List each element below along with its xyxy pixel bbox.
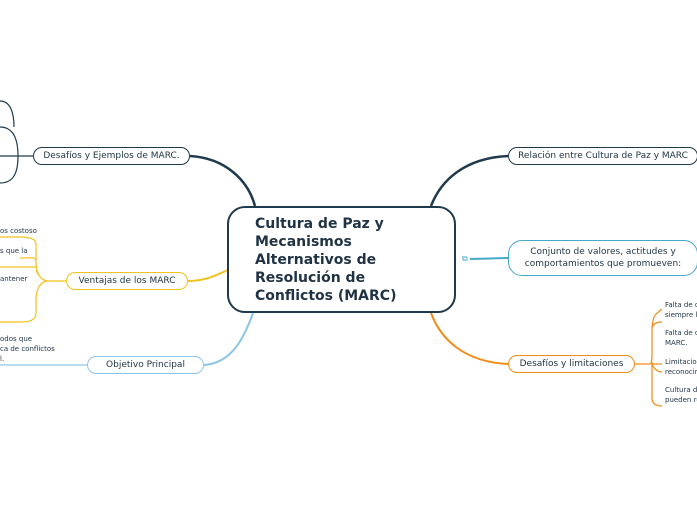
branch-relacion[interactable]: Relación entre Cultura de Paz y MARC [508,147,697,165]
connector-left-leaves [0,100,33,184]
branch-ventajas[interactable]: Ventajas de los MARC [66,272,188,290]
connector-limitaciones [430,312,509,365]
connector-limitaciones-leaves [635,308,663,407]
branch-desafios-ejemplos[interactable]: Desafíos y Ejemplos de MARC. [33,147,190,165]
branch-desafios-ejemplos-label: Desafíos y Ejemplos de MARC. [43,151,180,161]
connector-conjunto [469,257,509,260]
limitacion-leaf-3-line-1: Limitacio [665,358,697,366]
external-link-icon[interactable]: ⧉ [462,254,468,263]
ventajas-leaf-1: os costoso [0,227,37,235]
branch-desafios-limitaciones[interactable]: Desafíos y limitaciones [508,355,635,373]
connector-ventajas [187,269,229,282]
branch-desafios-limitaciones-label: Desafíos y limitaciones [519,359,624,369]
central-topic-label: Cultura de Paz y Mecanismos Alternativos… [255,215,397,304]
branch-objetivo-label: Objetivo Principal [106,360,185,370]
central-topic[interactable]: Cultura de Paz y Mecanismos Alternativos… [227,206,456,313]
connector-relacion [429,154,509,207]
connector-objetivo [203,312,254,366]
ventajas-leaf-3: antener [0,275,28,283]
branch-objetivo-principal[interactable]: Objetivo Principal [87,356,204,374]
objetivo-leaf-line-2: ca de conflictos [0,345,55,353]
limitacion-leaf-4-line-2: pueden re [665,396,697,404]
limitacion-leaf-2-line-1: Falta de c [665,329,697,337]
limitacion-leaf-1-line-2: siempre l [665,311,697,319]
ventajas-leaf-2: s que la [0,247,28,255]
limitacion-leaf-3-line-2: reconocim [665,368,697,376]
objetivo-leaf-line-3: l. [0,355,5,363]
connector-desafios-ejemplos [189,154,257,207]
branch-ventajas-label: Ventajas de los MARC [78,276,176,286]
branch-relacion-label: Relación entre Cultura de Paz y MARC [518,151,688,161]
connector-ventajas-leaves [0,236,66,323]
limitacion-leaf-1-line-1: Falta de c [665,301,697,309]
branch-conjunto-valores[interactable]: Conjunto de valores, actitudes y comport… [508,240,697,276]
branch-conjunto-label: Conjunto de valores, actitudes y comport… [524,247,682,269]
limitacion-leaf-2-line-2: MARC. [665,339,688,347]
limitacion-leaf-4-line-1: Cultura d [665,386,697,394]
objetivo-leaf-line-1: odos que [0,335,33,343]
